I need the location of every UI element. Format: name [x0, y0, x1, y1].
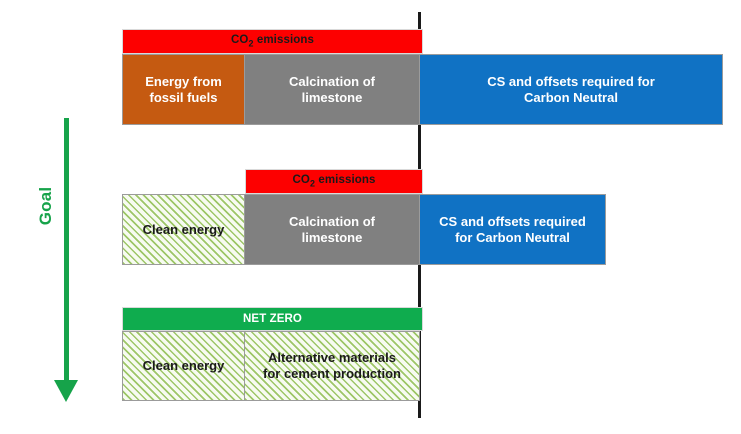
- row3-clean-energy-block: Clean energy: [122, 331, 245, 401]
- goal-axis-label: Goal: [36, 186, 55, 226]
- goal-arrow-shaft: [64, 118, 69, 386]
- row3-net-zero-label: NET ZERO: [243, 312, 302, 325]
- row3-net-zero-band: NET ZERO: [122, 307, 423, 331]
- row2-co2-label: CO2 emissions: [292, 174, 376, 189]
- row2-co2-emissions-band: CO2 emissions: [245, 169, 423, 194]
- goal-arrow-head-icon: [54, 380, 78, 402]
- row1-co2-emissions-band: CO2 emissions: [122, 29, 423, 54]
- row1-co2-label: CO2 emissions: [231, 34, 314, 49]
- row2-clean-energy-block: Clean energy: [122, 194, 245, 265]
